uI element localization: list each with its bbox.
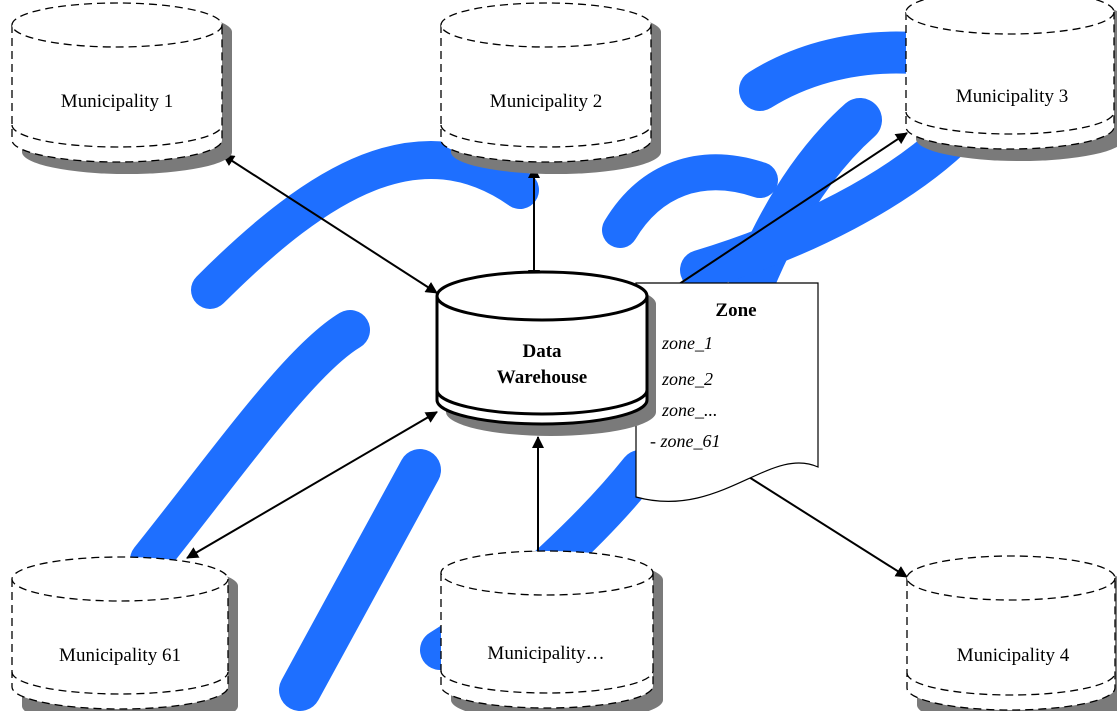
- zone-note: Zone zone_1 zone_2 zone_... - zone_61: [635, 282, 819, 503]
- cylinder-body: [440, 573, 654, 709]
- cylinder-body: [435, 296, 649, 426]
- cylinder-band: [440, 670, 654, 694]
- data-warehouse-label-line2: Warehouse: [497, 367, 587, 388]
- cylinder-body: [905, 12, 1115, 150]
- cylinder-band: [435, 389, 649, 416]
- municipality-label: Municipality 1: [61, 91, 173, 112]
- cylinder-top: [11, 2, 223, 48]
- cylinder-top: [11, 556, 229, 602]
- zone-item: zone_1: [661, 333, 713, 353]
- municipality-label: Municipality 2: [490, 91, 602, 112]
- database-municipality-4: Municipality 4: [906, 555, 1117, 711]
- cylinder-body: [906, 578, 1116, 711]
- cylinder-body: [11, 579, 229, 710]
- cylinder-band: [11, 671, 229, 695]
- connector-m61: [186, 411, 438, 559]
- connector-m3: [651, 132, 908, 303]
- zone-title: Zone: [715, 300, 756, 321]
- zone-item: - zone_61: [650, 431, 721, 451]
- municipality-label: Municipality 3: [956, 86, 1068, 107]
- cylinder-top: [435, 270, 649, 322]
- data-warehouse-label-line1: Data: [522, 341, 562, 362]
- database-municipality-1: Municipality 1: [11, 2, 232, 174]
- database-data-warehouse: Data Warehouse: [435, 270, 656, 436]
- cylinder-body: [440, 25, 652, 163]
- cylinder-band: [906, 672, 1116, 696]
- database-municipality-2: Municipality 2: [440, 2, 661, 174]
- cylinder-top: [440, 550, 654, 596]
- zone-item: zone_...: [661, 400, 718, 420]
- cylinder-band: [905, 111, 1115, 135]
- database-municipality-61: Municipality 61: [11, 556, 238, 711]
- connector-m1: [222, 154, 438, 294]
- municipality-label: Municipality…: [487, 643, 604, 664]
- cylinder-body: [11, 25, 223, 163]
- zone-item: zone_2: [661, 369, 713, 389]
- municipality-label: Municipality 4: [957, 645, 1070, 666]
- cylinder-band: [11, 124, 223, 148]
- cylinder-top: [440, 2, 652, 48]
- municipality-label: Municipality 61: [59, 645, 181, 666]
- cylinder-top: [905, 0, 1115, 35]
- cylinder-top: [906, 555, 1116, 601]
- database-municipality-3: Municipality 3: [905, 0, 1117, 161]
- document-shape: [635, 282, 819, 503]
- cylinder-band: [440, 124, 652, 148]
- database-municipality-more: Municipality…: [440, 550, 663, 711]
